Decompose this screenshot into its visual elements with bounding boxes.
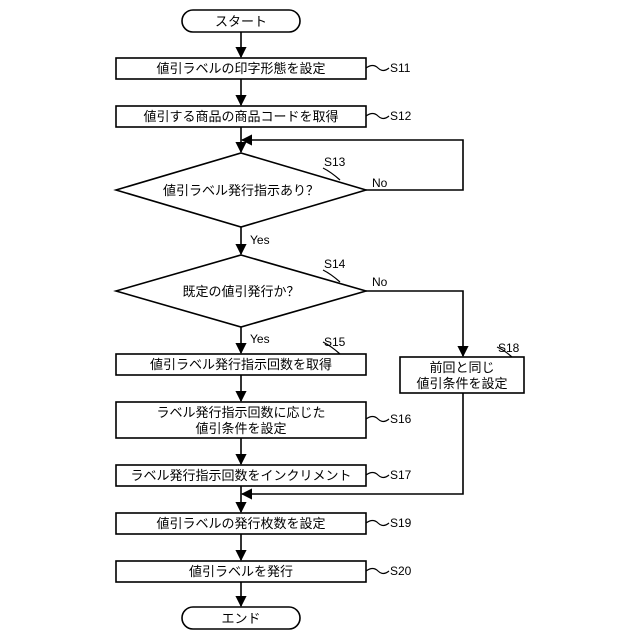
- step-s19-box: 値引ラベルの発行枚数を設定: [116, 513, 366, 534]
- step-s16-id: S16: [390, 412, 412, 426]
- decision-s13-text: 値引ラベル発行指示あり？: [163, 183, 319, 199]
- decision-s14-id: S14: [324, 257, 346, 271]
- step-s12-id: S12: [390, 109, 412, 123]
- step-s11-text: 値引ラベルの印字形態を設定: [156, 61, 325, 77]
- step-s19-text: 値引ラベルの発行枚数を設定: [156, 516, 325, 532]
- end-terminal: エンド: [182, 607, 300, 629]
- step-s12-text: 値引する商品の商品コードを取得: [143, 109, 338, 125]
- decision-s13-yes-label: Yes: [250, 233, 270, 247]
- step-s19-leader: [366, 521, 389, 526]
- step-s18-box: 前回と同じ 値引条件を設定: [400, 357, 524, 393]
- decision-s14-yes-label: Yes: [250, 332, 270, 346]
- arrow-s14-no-to-s18: [366, 291, 463, 356]
- step-s19-id: S19: [390, 516, 412, 530]
- step-s16-box: ラベル発行指示回数に応じた 値引条件を設定: [116, 402, 366, 438]
- step-s17-box: ラベル発行指示回数をインクリメント: [116, 465, 366, 486]
- step-s11-box: 値引ラベルの印字形態を設定: [116, 58, 366, 79]
- step-s16-text-line2: 値引条件を設定: [195, 421, 286, 437]
- step-s11-leader: [366, 66, 389, 71]
- step-s17-leader: [366, 473, 389, 478]
- step-s18-text-line1: 前回と同じ: [429, 360, 494, 376]
- start-terminal: スタート: [182, 10, 300, 32]
- decision-s14-text: 既定の値引発行か？: [182, 284, 299, 300]
- step-s20-box: 値引ラベルを発行: [116, 561, 366, 582]
- step-s20-text: 値引ラベルを発行: [189, 564, 293, 580]
- step-s20-id: S20: [390, 564, 412, 578]
- start-label: スタート: [215, 15, 267, 30]
- step-s15-text: 値引ラベル発行指示回数を取得: [150, 357, 332, 373]
- end-label: エンド: [221, 612, 260, 627]
- step-s16-text-line1: ラベル発行指示回数に応じた: [156, 406, 325, 421]
- step-s17-id: S17: [390, 468, 412, 482]
- step-s12-leader: [366, 114, 389, 119]
- step-s17-text: ラベル発行指示回数をインクリメント: [130, 469, 351, 484]
- step-s15-box: 値引ラベル発行指示回数を取得: [116, 354, 366, 375]
- step-s18-text-line2: 値引条件を設定: [416, 376, 507, 392]
- step-s15-id: S15: [324, 335, 346, 349]
- decision-s13-id: S13: [324, 155, 346, 169]
- decision-s14-no-label: No: [372, 275, 388, 289]
- step-s12-box: 値引する商品の商品コードを取得: [116, 106, 366, 127]
- step-s16-leader: [366, 417, 389, 422]
- step-s20-leader: [366, 569, 389, 574]
- step-s11-id: S11: [390, 61, 411, 75]
- decision-s13-no-label: No: [372, 176, 388, 190]
- step-s18-id: S18: [498, 341, 520, 355]
